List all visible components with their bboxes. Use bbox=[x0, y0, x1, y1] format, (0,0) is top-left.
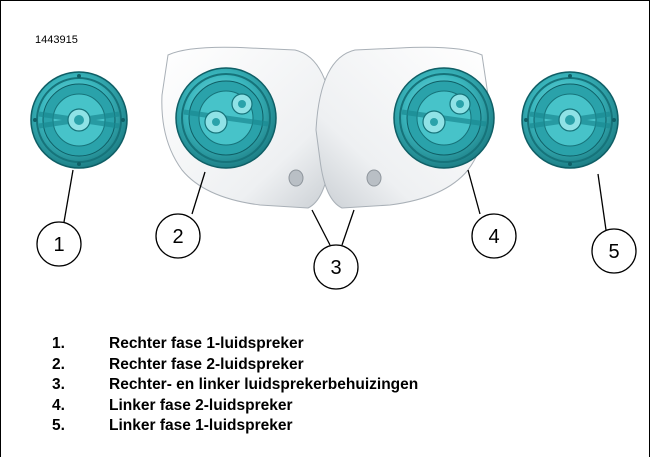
callout-2-label: 2 bbox=[172, 226, 183, 248]
legend-text: Rechter- en linker luidsprekerbehuizinge… bbox=[109, 376, 419, 394]
legend-item: 2. Rechter fase 2-luidspreker bbox=[52, 355, 418, 376]
callout-3: 3 bbox=[313, 244, 359, 290]
legend-item: 3. Rechter- en linker luidsprekerbehuizi… bbox=[52, 375, 418, 396]
legend-number: 2. bbox=[52, 355, 65, 373]
legend-item: 1. Rechter fase 1-luidspreker bbox=[52, 334, 418, 355]
legend-text: Rechter fase 1-luidspreker bbox=[109, 335, 304, 353]
callout-4: 4 bbox=[471, 213, 517, 259]
legend-number: 3. bbox=[52, 376, 65, 394]
legend-text: Linker fase 2-luidspreker bbox=[109, 396, 293, 414]
legend: 1. Rechter fase 1-luidspreker 2. Rechter… bbox=[52, 334, 418, 437]
legend-text: Rechter fase 2-luidspreker bbox=[109, 355, 304, 373]
figure-id: 1443915 bbox=[35, 34, 78, 46]
leader-lines bbox=[63, 169, 607, 246]
callout-5: 5 bbox=[591, 228, 637, 274]
speaker-illustration: 1 2 3 4 5 bbox=[0, 46, 637, 290]
callout-3-label: 3 bbox=[330, 257, 341, 279]
right-phase2-speaker bbox=[176, 68, 276, 168]
legend-item: 4. Linker fase 2-luidspreker bbox=[52, 396, 418, 417]
callout-4-label: 4 bbox=[488, 226, 499, 248]
callout-5-label: 5 bbox=[608, 241, 619, 263]
callout-2: 2 bbox=[155, 213, 201, 259]
legend-number: 4. bbox=[52, 396, 65, 414]
left-phase1-speaker bbox=[522, 72, 618, 168]
right-phase1-speaker bbox=[31, 72, 127, 168]
callout-1-label: 1 bbox=[53, 234, 64, 256]
left-phase2-speaker bbox=[394, 68, 494, 168]
legend-number: 1. bbox=[52, 335, 65, 353]
legend-number: 5. bbox=[52, 417, 65, 435]
legend-text: Linker fase 1-luidspreker bbox=[109, 417, 293, 435]
callout-1: 1 bbox=[36, 221, 82, 267]
legend-item: 5. Linker fase 1-luidspreker bbox=[52, 416, 418, 437]
